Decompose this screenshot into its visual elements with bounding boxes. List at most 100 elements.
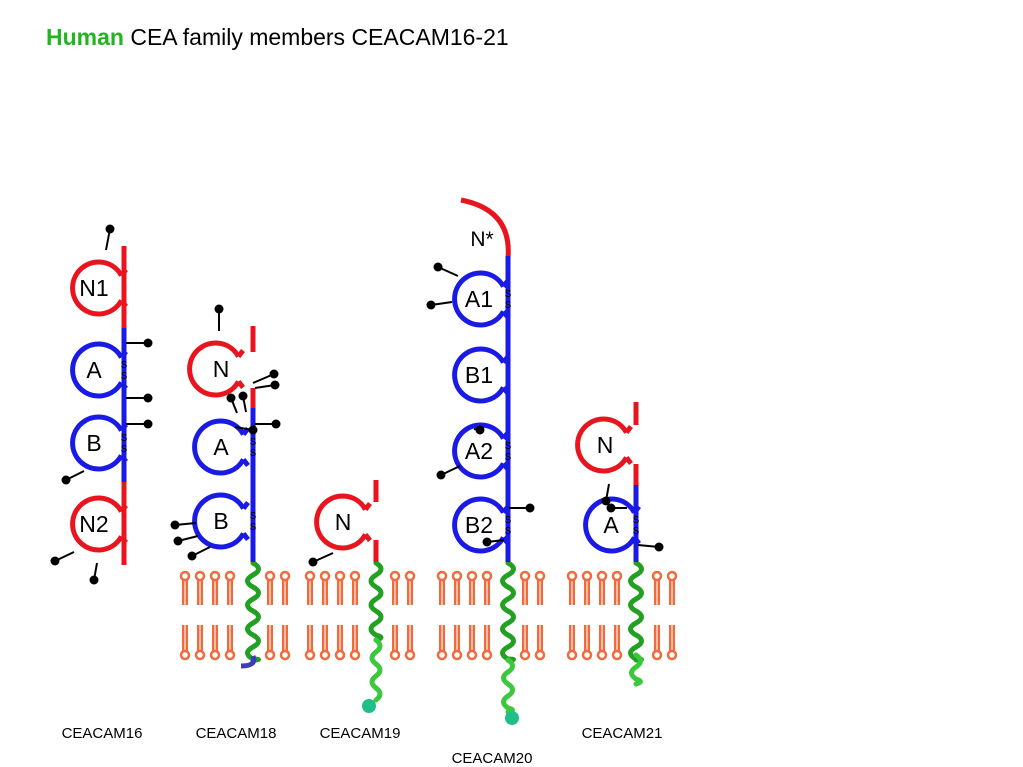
ceacam18-disulfide-2-s2: S [250, 448, 257, 459]
lipid-head-top [389, 570, 401, 582]
ceacam18-domain-3-hook-bottom [241, 531, 250, 542]
ceacam20-name: CEACAM20 [452, 750, 533, 767]
lipid-head-top [611, 570, 623, 582]
lipid-head-top [566, 570, 578, 582]
ceacam18-disulfide-2-s1: S [250, 437, 257, 448]
ceacam20-domain-5-hook-top [501, 504, 510, 515]
ceacam20-domain-label-4: A2 [465, 438, 493, 464]
ceacam20-cyto-tail [501, 657, 515, 715]
ceacam20-tm-tail [500, 560, 516, 663]
ceacam20-domain-label-1: N* [470, 228, 493, 251]
ceacam18-domain-3-hook-top [241, 500, 250, 511]
ceacam19-domain-1 [314, 493, 368, 551]
ceacam16-glycan-4-sugar [143, 419, 153, 429]
ceacam18-domain-2 [192, 418, 246, 476]
ceacam20-disulfide-5-s1: S [505, 515, 512, 526]
ceacam21-domain-label-1: N [597, 432, 614, 458]
ceacam18-glycan-4-sugar [226, 393, 236, 403]
lipid-head-bottom [404, 649, 416, 661]
ceacam18-glycan-10-sugar [187, 551, 197, 561]
lipid-head-top [651, 570, 663, 582]
ceacam18-disulfide-3-s2: S [250, 522, 257, 533]
lipid-head-bottom [466, 649, 478, 661]
ceacam16-disulfide-2-s1: S [121, 360, 128, 371]
bilayer-ceacam20-left-lipid-4 [481, 570, 493, 661]
bilayer-ceacam19-right-lipid-2 [404, 570, 416, 661]
ceacam20-disulfide-4-s2: S [505, 452, 512, 463]
lipid-head-bottom [481, 649, 493, 661]
lipid-head-bottom [349, 649, 361, 661]
ceacam20-glycan-2-sugar [426, 300, 436, 310]
ceacam16-disulfide-2-s2: S [121, 371, 128, 382]
bilayer-ceacam19-left-lipid-2 [319, 570, 331, 661]
bilayer-ceacam19-left-lipid-4 [349, 570, 361, 661]
ceacam18-glycan-1-sugar [214, 304, 224, 314]
ceacam20-domain-4 [452, 422, 506, 480]
ceacam20-domain-5 [452, 496, 506, 554]
ceacam16-domain-4 [70, 495, 124, 553]
ceacam20-domain-2-hook-bottom [501, 309, 510, 320]
ceacam16-glycan-3-sugar [143, 393, 153, 403]
ceacam21-disulfide-2-s1: S [633, 515, 640, 526]
ceacam20-anchor [505, 711, 519, 725]
bilayer-ceacam18-left-lipid-4 [224, 570, 236, 661]
ceacam20-glycan-1-sugar [433, 262, 443, 272]
lipid-head-bottom [451, 649, 463, 661]
ceacam16-domain-1-hook-top [119, 267, 128, 278]
bilayer-ceacam18-right-lipid-1 [264, 570, 276, 661]
ceacam16-disulfide-3-s1: S [121, 433, 128, 444]
lipid-head-top [519, 570, 531, 582]
ceacam18-glycan-3-sugar [270, 380, 280, 390]
ceacam16-domain-3 [70, 414, 124, 472]
lipid-head-bottom [304, 649, 316, 661]
bilayer-ceacam20-right-lipid-2 [534, 570, 546, 661]
lipid-head-top [264, 570, 276, 582]
bilayer-ceacam19-right-lipid-1 [389, 570, 401, 661]
ceacam21-domain-2-hook-top [632, 504, 641, 515]
ceacam20-disulfide-4-s1: S [505, 441, 512, 452]
lipid-head-bottom [581, 649, 593, 661]
lipid-head-top [224, 570, 236, 582]
ceacam20-glycan-3-sugar [475, 425, 485, 435]
bilayer-ceacam20-left-lipid-3 [466, 570, 478, 661]
title-highlight: Human [46, 24, 124, 50]
ceacam16-glycan-1-sugar [105, 224, 115, 234]
ceacam20-n-strand [460, 197, 511, 259]
ceacam20-glycan-5-sugar [525, 503, 535, 513]
lipid-head-bottom [566, 649, 578, 661]
lipid-head-bottom [651, 649, 663, 661]
lipid-head-top [179, 570, 191, 582]
lipid-head-top [209, 570, 221, 582]
lipid-head-bottom [534, 649, 546, 661]
ceacam16-domain-1 [70, 259, 124, 317]
ceacam18-tm-tail [245, 560, 261, 663]
lipid-bilayers [179, 570, 678, 661]
ceacam16-domain-label-3: B [86, 430, 101, 456]
ceacam19-tm-tail [368, 560, 384, 643]
lipid-head-bottom [194, 649, 206, 661]
ceacam16-glycan-6-sugar [50, 556, 60, 566]
ceacam16-domain-label-1: N1 [79, 275, 108, 301]
ceacam18-glycan-7-sugar [248, 425, 258, 435]
ceacam21-domain-1-hook-bottom [624, 455, 633, 466]
lipid-head-bottom [666, 649, 678, 661]
lipid-head-bottom [611, 649, 623, 661]
lipid-head-bottom [319, 649, 331, 661]
lipid-head-top [279, 570, 291, 582]
ceacam18-glycan-6-sugar [271, 419, 281, 429]
ceacam21-name: CEACAM21 [582, 725, 663, 742]
ceacam16-disulfide-3-s2: S [121, 444, 128, 455]
lipid-head-top [304, 570, 316, 582]
ceacam20-disulfide-2-s1: S [505, 289, 512, 300]
lipid-head-top [349, 570, 361, 582]
page-title: Human CEA family members CEACAM16-21 [46, 24, 509, 51]
bilayer-ceacam21-right-lipid-1 [651, 570, 663, 661]
ceacam16-domain-2 [70, 341, 124, 399]
transmembrane-tails [240, 560, 644, 725]
ceacam18-glycan-5-sugar [238, 391, 248, 401]
bilayer-ceacam19-left-lipid-3 [334, 570, 346, 661]
lipid-head-bottom [224, 649, 236, 661]
ceacam18-domain-3 [192, 492, 246, 550]
